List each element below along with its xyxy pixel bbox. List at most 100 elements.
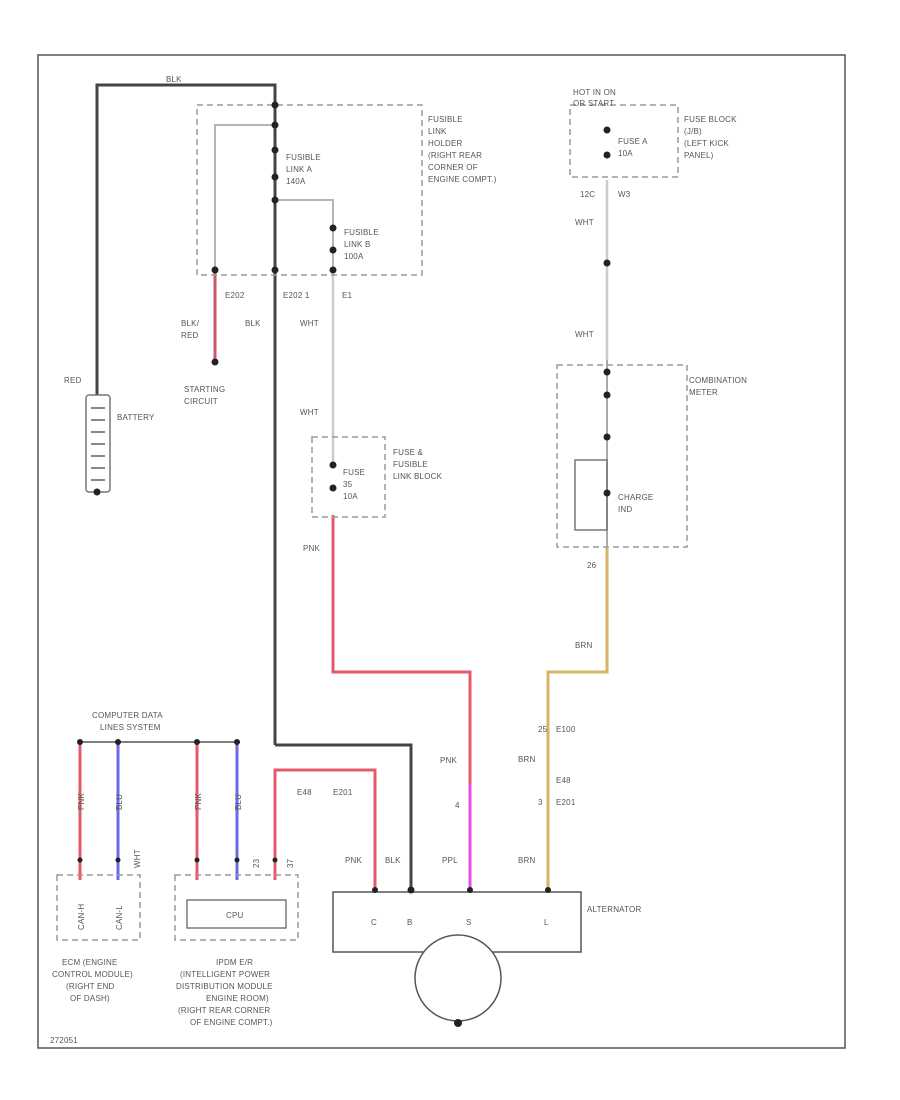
battery-label: BATTERY [117, 413, 155, 422]
connector-e100-pin: 25 [538, 725, 548, 734]
fusible-link-b-label: FUSIBLE LINK B 100A [344, 228, 379, 261]
svg-text:BLK: BLK [385, 856, 401, 865]
connector-e201-right: E201 [556, 798, 576, 807]
fuse-35-label: FUSE 35 10A [343, 468, 365, 501]
svg-text:(RIGHT REAR: (RIGHT REAR [428, 151, 482, 160]
svg-text:FUSIBLE: FUSIBLE [286, 153, 321, 162]
svg-text:STARTING: STARTING [184, 385, 225, 394]
svg-text:FUSE &: FUSE & [393, 448, 424, 457]
alternator-b-wire [275, 743, 413, 890]
svg-text:RED: RED [181, 331, 199, 340]
wht-wire-label-top: WHT [300, 319, 319, 328]
svg-text:BRN: BRN [518, 856, 536, 865]
svg-text:WHT: WHT [133, 849, 142, 868]
svg-text:METER: METER [689, 388, 718, 397]
diagram-border [37, 54, 846, 1049]
svg-text:FUSE A: FUSE A [618, 137, 648, 146]
pnk-wire-alternator-s [331, 515, 472, 785]
combination-meter-box [556, 364, 688, 548]
brn-wire-label-top: BRN [575, 641, 593, 650]
wht-wire-label-mid: WHT [300, 408, 319, 417]
svg-text:FUSIBLE: FUSIBLE [344, 228, 379, 237]
combination-meter-label: COMBINATION METER [689, 376, 747, 397]
brn-wire-label-mid: BRN [518, 755, 536, 764]
fusible-link-b-feed [275, 199, 334, 270]
fusible-link-holder-label: FUSIBLE LINK HOLDER (RIGHT REAR CORNER O… [428, 115, 497, 184]
svg-text:CORNER OF: CORNER OF [428, 163, 478, 172]
svg-text:LINK A: LINK A [286, 165, 313, 174]
svg-text:C: C [371, 918, 377, 927]
svg-text:140A: 140A [286, 177, 306, 186]
alternator-ground-dot [454, 1019, 462, 1027]
wht-wire-label-right-mid: WHT [575, 330, 594, 339]
wht-wire-label-right-top: WHT [575, 218, 594, 227]
svg-text:(RIGHT REAR CORNER: (RIGHT REAR CORNER [178, 1006, 270, 1015]
connector-e1: E1 [342, 291, 353, 300]
fuse-block-dash-label: FUSE BLOCK (J/B) (LEFT KICK PANEL) [684, 115, 737, 160]
battery-cable-label: BLK [166, 75, 182, 84]
svg-text:PNK: PNK [194, 792, 203, 810]
svg-text:CIRCUIT: CIRCUIT [184, 397, 218, 406]
svg-text:LINK: LINK [428, 127, 447, 136]
ppl-connector-label: PNK [440, 756, 458, 765]
svg-text:ENGINE ROOM): ENGINE ROOM) [206, 994, 269, 1003]
alternator-symbol [414, 934, 502, 1022]
svg-text:100A: 100A [344, 252, 364, 261]
connector-e202-1: E202 1 [283, 291, 310, 300]
svg-text:(LEFT KICK: (LEFT KICK [684, 139, 729, 148]
svg-text:IPDM E/R: IPDM E/R [216, 958, 253, 967]
svg-text:ENGINE COMPT.): ENGINE COMPT.) [428, 175, 497, 184]
svg-text:PPL: PPL [442, 856, 458, 865]
svg-text:PNK: PNK [345, 856, 363, 865]
svg-text:CONTROL MODULE): CONTROL MODULE) [52, 970, 133, 979]
hot-in-run-label: HOT IN ON OR START [573, 88, 616, 108]
svg-text:OF DASH): OF DASH) [70, 994, 110, 1003]
svg-text:CAN-H: CAN-H [77, 904, 86, 930]
fusible-link-holder-box [196, 104, 423, 276]
alternator-s-pin: 4 [455, 801, 460, 810]
svg-text:10A: 10A [343, 492, 358, 501]
svg-text:(RIGHT END: (RIGHT END [66, 982, 115, 991]
svg-text:CHARGE: CHARGE [618, 493, 653, 502]
fusible-link-internal [214, 124, 275, 270]
svg-text:PNK: PNK [77, 792, 86, 810]
meter-pin-26: 26 [587, 561, 597, 570]
pnk-wire-alternator-c [273, 768, 377, 890]
fusible-link-a-label: FUSIBLE LINK A 140A [286, 153, 321, 186]
pnk-wire-label: PNK [303, 544, 321, 553]
svg-text:(INTELLIGENT POWER: (INTELLIGENT POWER [180, 970, 270, 979]
svg-text:IND: IND [618, 505, 632, 514]
svg-text:BLU: BLU [234, 794, 243, 810]
svg-text:FUSIBLE: FUSIBLE [393, 460, 428, 469]
svg-text:BLU: BLU [115, 794, 124, 810]
connector-12c: 12C [580, 190, 595, 199]
svg-text:LINES SYSTEM: LINES SYSTEM [100, 723, 161, 732]
ipdm-box [174, 874, 299, 941]
fuse-a-label: FUSE A 10A [618, 137, 648, 158]
alternator-label: ALTERNATOR [587, 905, 641, 914]
computer-data-lines-label: COMPUTER DATA LINES SYSTEM [92, 711, 163, 732]
ipdm-wire-labels: PNK BLU 23 37 [194, 792, 295, 868]
alternator-terminal-labels: C B S L [371, 918, 549, 927]
svg-text:LINK BLOCK: LINK BLOCK [393, 472, 443, 481]
svg-text:COMBINATION: COMBINATION [689, 376, 747, 385]
connector-e201-left: E201 [333, 788, 353, 797]
svg-text:B: B [407, 918, 413, 927]
connector-e48: E48 [556, 776, 571, 785]
charge-indicator-box [574, 459, 608, 531]
connector-e100: E100 [556, 725, 576, 734]
ipdm-label: IPDM E/R (INTELLIGENT POWER DISTRIBUTION… [176, 958, 273, 1027]
svg-text:HOT IN ON: HOT IN ON [573, 88, 616, 97]
fuse-block-dash-box [569, 104, 679, 178]
blk-red-wire-label: BLK/ RED [181, 319, 200, 340]
fuse-block-engine-box [311, 436, 386, 518]
starting-circuit-label: STARTING CIRCUIT [184, 385, 225, 406]
svg-text:BLK/: BLK/ [181, 319, 200, 328]
svg-text:HOLDER: HOLDER [428, 139, 463, 148]
svg-text:FUSE BLOCK: FUSE BLOCK [684, 115, 737, 124]
alternator-wire-labels: PNK BLK PPL BRN [345, 856, 536, 865]
connector-dots [77, 101, 611, 894]
ecm-wire-labels: PNK BLU WHT [77, 792, 142, 868]
svg-text:CAN-L: CAN-L [115, 905, 124, 930]
blk-wire-label: BLK [245, 319, 261, 328]
